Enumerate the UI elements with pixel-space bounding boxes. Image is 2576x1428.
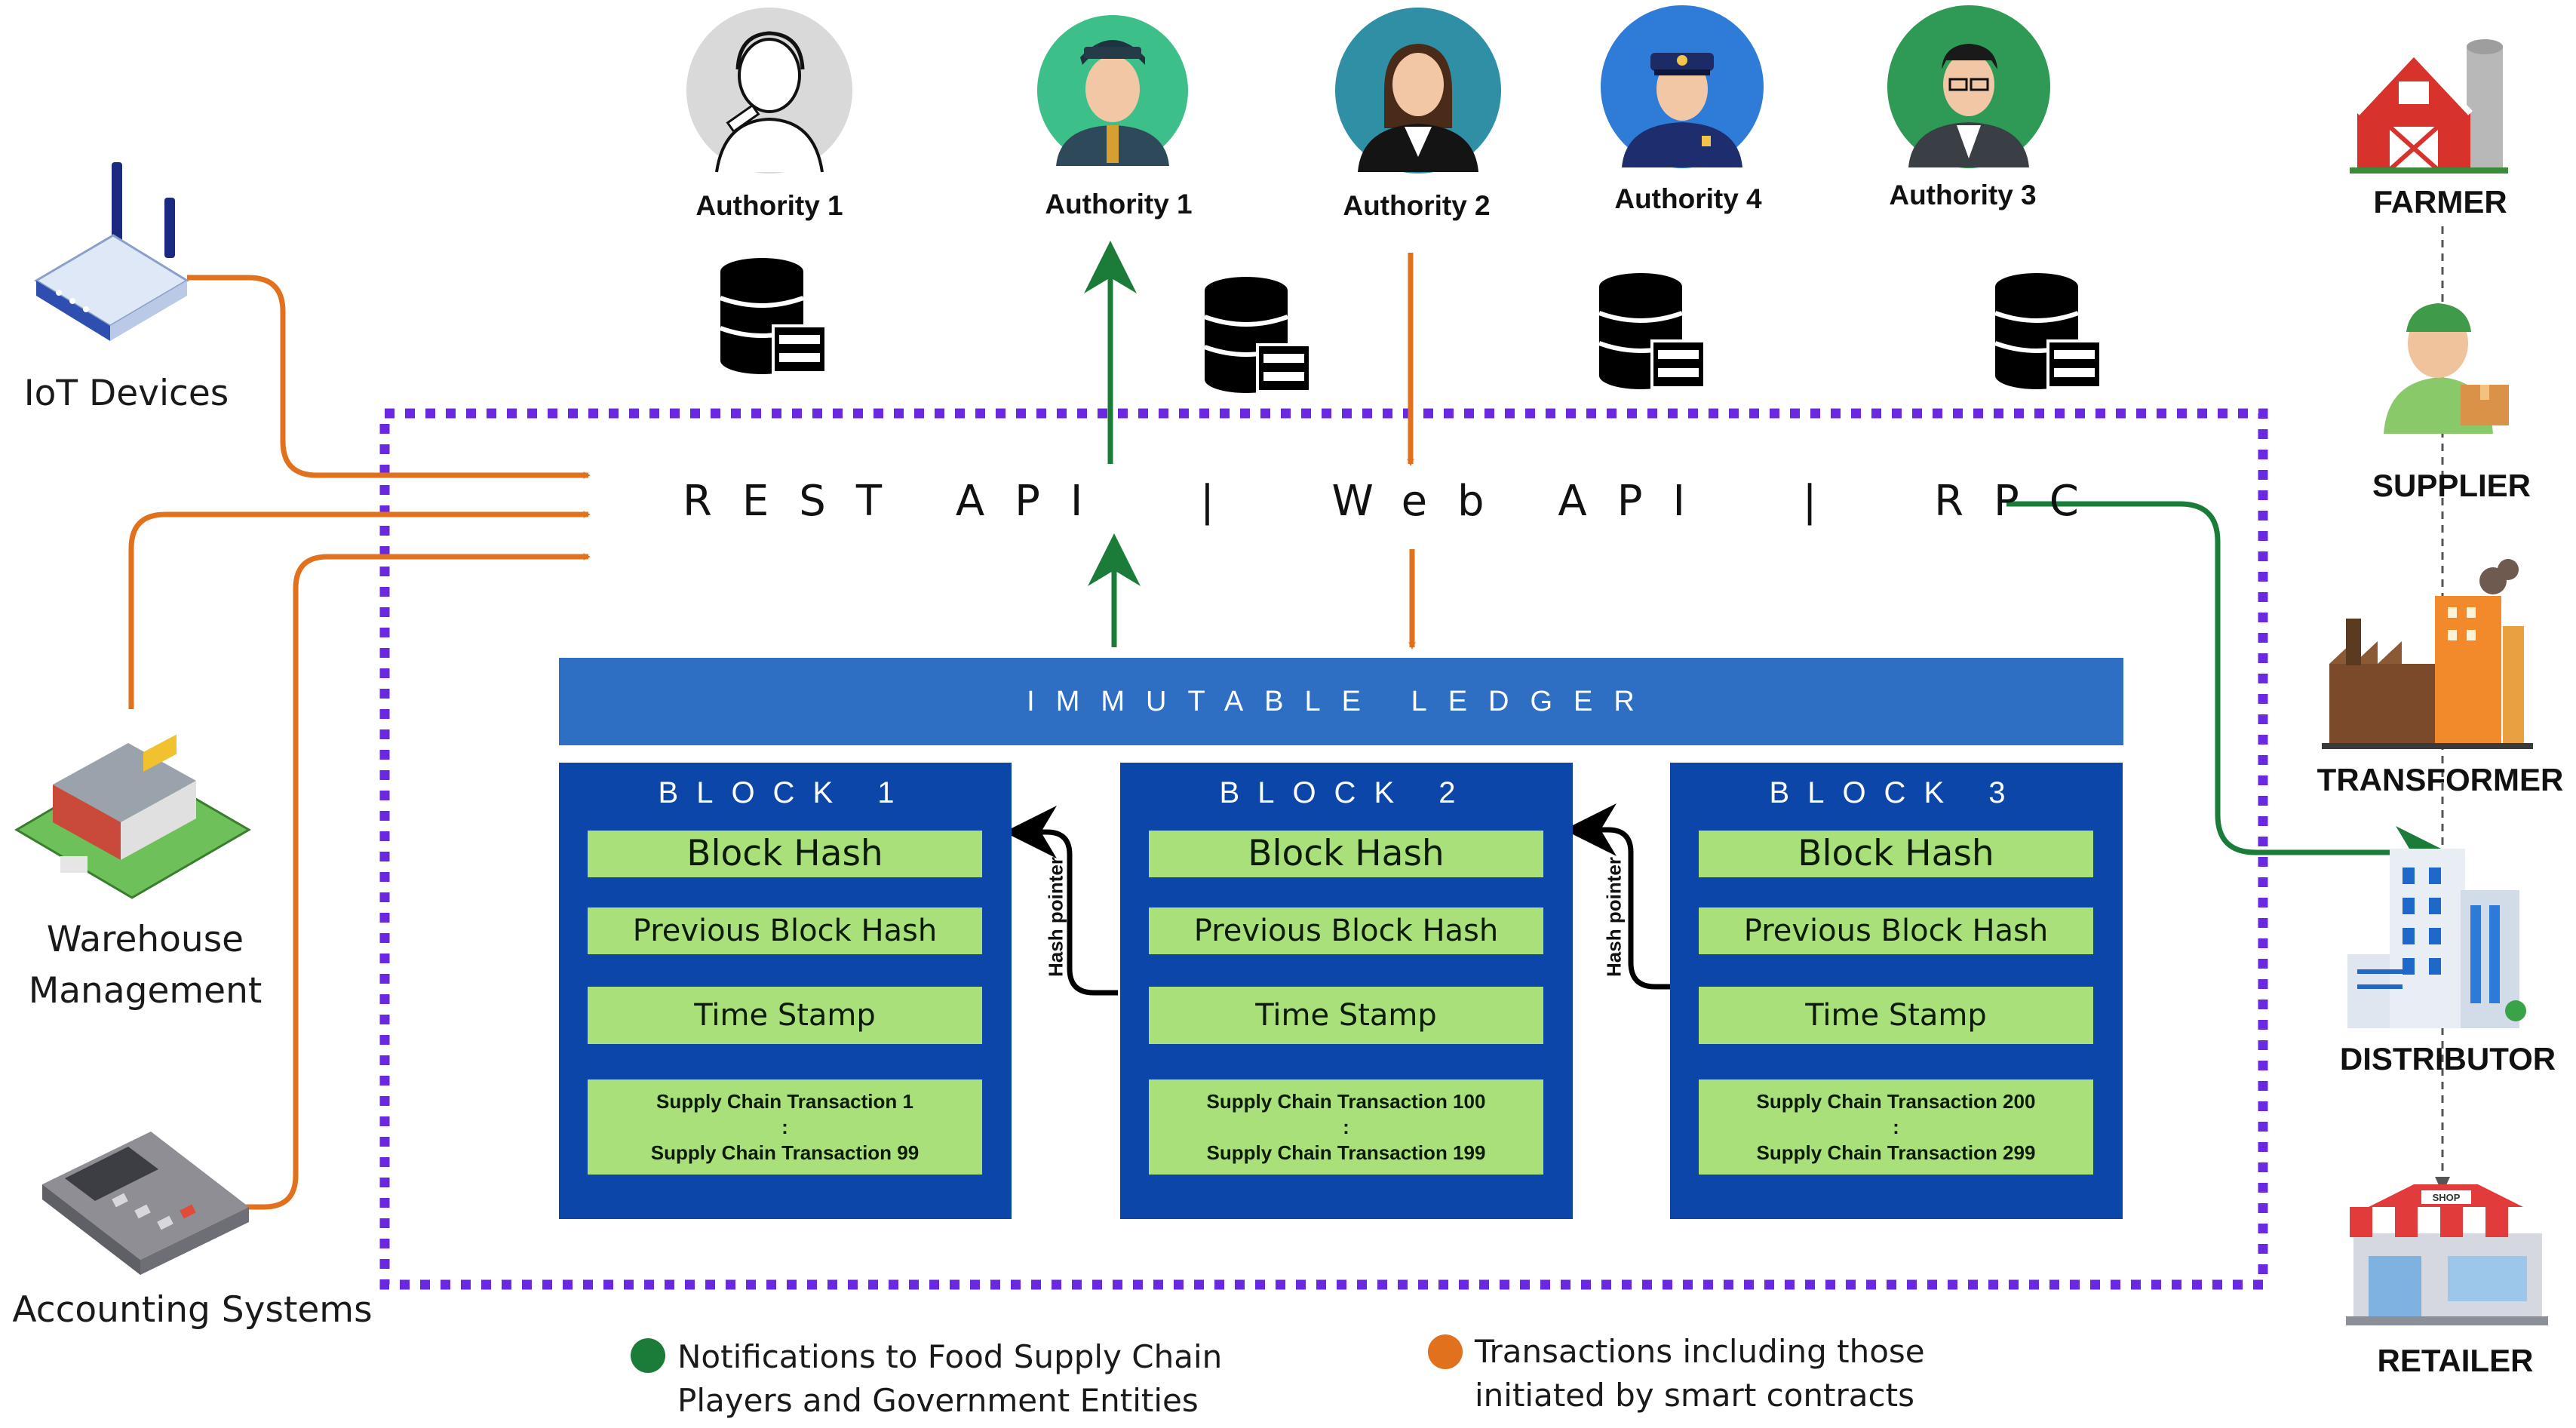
hash-pointer-arrow-1 <box>1004 806 1118 996</box>
retailer-label: RETAILER <box>2377 1343 2534 1378</box>
transformer-label: TRANSFORMER <box>2317 762 2564 797</box>
judge-gavel-icon <box>686 8 852 174</box>
warehouse-icon <box>14 734 251 899</box>
block-hash-field: Block Hash <box>1699 831 2093 877</box>
hash-pointer-label: Hash pointer <box>1044 857 1067 977</box>
transaction-separator: : <box>1893 1116 1899 1138</box>
shop-icon: SHOP <box>2346 1184 2548 1325</box>
transactions-field: Supply Chain Transaction 100 : Supply Ch… <box>1149 1079 1543 1175</box>
ledger-title: IMMUTABLE LEDGER <box>1027 686 1656 717</box>
legend-dot-notifications <box>631 1338 665 1373</box>
factory-icon <box>2322 559 2533 749</box>
hash-pointer-label: Hash pointer <box>1602 857 1626 977</box>
transaction-first: Supply Chain Transaction 200 <box>1756 1090 2036 1113</box>
iot-arrow <box>187 275 591 479</box>
officer-woman-icon <box>1037 15 1188 166</box>
database-icon <box>1203 277 1312 393</box>
warehouse-arrow <box>128 511 591 709</box>
timestamp-field: Time Stamp <box>1149 987 1543 1044</box>
authority-label: Authority 1 <box>695 190 843 221</box>
transaction-first: Supply Chain Transaction 100 <box>1206 1090 1486 1113</box>
transaction-separator: : <box>781 1116 788 1138</box>
transactions-field: Supply Chain Transaction 200 : Supply Ch… <box>1699 1079 2093 1175</box>
block-card: BLOCK 1 Block Hash Previous Block Hash T… <box>559 763 1012 1219</box>
transaction-separator: : <box>1343 1116 1349 1138</box>
accounting-arrow <box>246 553 591 1210</box>
authority-label: Authority 3 <box>1889 180 2037 210</box>
timestamp-field: Time Stamp <box>588 987 982 1044</box>
transaction-last: Supply Chain Transaction 99 <box>650 1141 920 1164</box>
authority-label: Authority 1 <box>1045 189 1193 220</box>
accounting-systems-label: Accounting Systems <box>12 1289 373 1331</box>
previous-block-hash-field: Previous Block Hash <box>588 907 982 954</box>
distributor-label: DISTRIBUTOR <box>2339 1041 2556 1076</box>
router-icon <box>34 162 189 341</box>
legend-dot-transactions <box>1428 1334 1463 1369</box>
supplier-label: SUPPLIER <box>2372 468 2531 503</box>
platform-boundary <box>379 408 2268 1290</box>
police-officer-icon <box>1601 5 1764 168</box>
authority-label: Authority 2 <box>1343 190 1491 221</box>
iot-devices-label: IoT Devices <box>23 373 229 414</box>
barn-icon <box>2350 39 2508 174</box>
transaction-last: Supply Chain Transaction 199 <box>1206 1141 1486 1164</box>
transactions-field: Supply Chain Transaction 1 : Supply Chai… <box>588 1079 982 1175</box>
block-hash-field: Block Hash <box>588 831 982 877</box>
block-title: BLOCK 1 <box>658 776 913 809</box>
database-icon <box>1994 273 2102 389</box>
lawyer-woman-icon <box>1335 8 1501 174</box>
legend-notifications-text: Notifications to Food Supply Chain Playe… <box>677 1335 1222 1423</box>
office-building-icon <box>2347 849 2526 1028</box>
timestamp-field: Time Stamp <box>1699 987 2093 1044</box>
transaction-last: Supply Chain Transaction 299 <box>1756 1141 2036 1164</box>
database-icon <box>1598 273 1706 389</box>
block-title: BLOCK 2 <box>1219 776 1474 809</box>
block-title: BLOCK 3 <box>1769 776 2024 809</box>
previous-block-hash-field: Previous Block Hash <box>1699 907 2093 954</box>
legend-line: Transactions including those <box>1475 1333 1925 1370</box>
legend-line: Players and Government Entities <box>677 1382 1199 1419</box>
immutable-ledger-bar: IMMUTABLE LEDGER <box>559 658 2123 745</box>
authority-label: Authority 4 <box>1614 183 1762 214</box>
rpc-to-distributor-arrow <box>2006 501 2449 879</box>
svg-text:SHOP: SHOP <box>2433 1192 2461 1203</box>
legend-transactions-text: Transactions including those initiated b… <box>1475 1330 1925 1417</box>
block-card: BLOCK 3 Block Hash Previous Block Hash T… <box>1670 763 2123 1219</box>
hash-pointer-arrow-2 <box>1564 803 1679 990</box>
warehouse-management-label: Warehouse Management <box>0 914 290 1017</box>
block-hash-field: Block Hash <box>1149 831 1543 877</box>
database-icon <box>719 258 827 374</box>
transaction-first: Supply Chain Transaction 1 <box>656 1090 913 1113</box>
businessman-icon <box>1887 5 2050 168</box>
calculator-icon <box>42 1132 249 1275</box>
legend-line: initiated by smart contracts <box>1475 1377 1914 1414</box>
block-card: BLOCK 2 Block Hash Previous Block Hash T… <box>1120 763 1573 1219</box>
api-gateway-label: REST API | Web API | RPC <box>683 477 2109 526</box>
warehouse-label-line: Warehouse <box>46 919 244 960</box>
warehouse-label-line: Management <box>28 970 263 1012</box>
supplier-icon <box>2384 303 2509 434</box>
farmer-label: FARMER <box>2373 184 2507 220</box>
previous-block-hash-field: Previous Block Hash <box>1149 907 1543 954</box>
legend-line: Notifications to Food Supply Chain <box>677 1338 1223 1375</box>
